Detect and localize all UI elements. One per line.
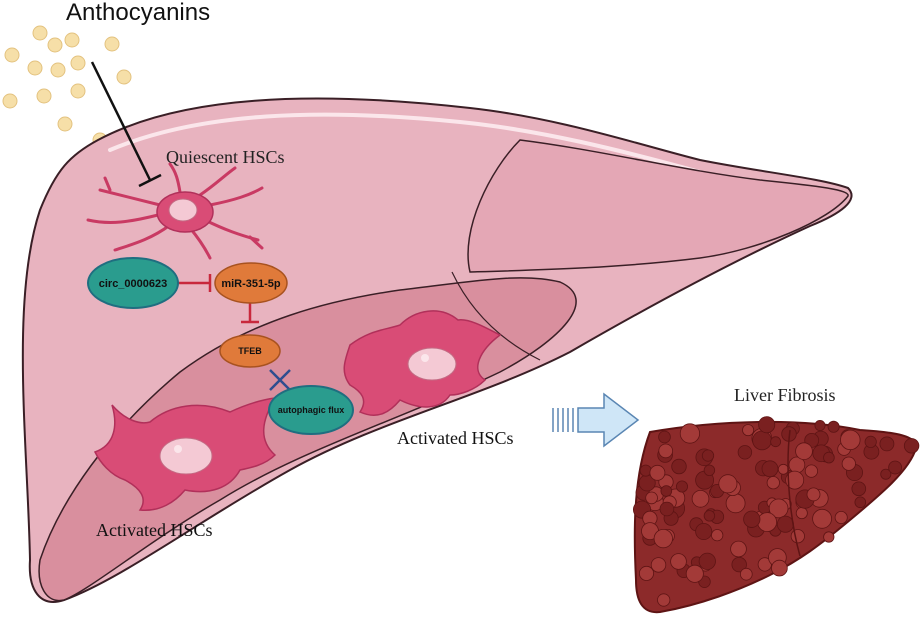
fibrosis-nodule bbox=[770, 436, 781, 448]
fibrosis-nodule bbox=[658, 430, 671, 444]
tfeb-node bbox=[219, 334, 281, 368]
fibrosis-nodule bbox=[768, 498, 789, 519]
fibrosis-nodule bbox=[650, 557, 667, 573]
fibrosis-nodule bbox=[854, 496, 867, 509]
anthocyanin-granules bbox=[2, 25, 132, 148]
fibrosis-nodule bbox=[761, 460, 779, 478]
tfeb-node-label: TFEB bbox=[238, 346, 262, 356]
blocked-x-mark bbox=[269, 369, 291, 391]
liver-fibrosis-label: Liver Fibrosis bbox=[734, 385, 836, 405]
fibrosis-nodule bbox=[695, 523, 713, 541]
fibrosis-nodule bbox=[676, 480, 689, 493]
fibrosis-nodule bbox=[903, 438, 920, 454]
fibrosis-nodule bbox=[645, 491, 658, 505]
activated-hsc-right-cell bbox=[343, 310, 502, 416]
circ-node bbox=[87, 257, 179, 309]
fibrosis-nodule bbox=[834, 510, 848, 524]
fibrosis-nodule bbox=[795, 507, 808, 520]
fibrosis-nodule bbox=[703, 510, 716, 522]
fibrosis-nodule bbox=[806, 487, 821, 502]
fibrosis-nodule bbox=[758, 416, 776, 434]
fibrosis-nodule bbox=[660, 485, 673, 497]
fibrosis-nodule bbox=[725, 493, 746, 514]
liver-ligament bbox=[451, 271, 541, 361]
fibrosis-nodule bbox=[679, 423, 701, 444]
fibrosis-nodule bbox=[653, 528, 673, 549]
fibrotic-liver bbox=[633, 416, 920, 614]
fibrosis-nodule bbox=[880, 468, 892, 480]
fibrosis-nodule bbox=[731, 556, 747, 573]
fibrosis-nodule bbox=[823, 451, 835, 464]
mir-node-label: miR-351-5p bbox=[221, 278, 281, 290]
fibrosis-nodule bbox=[864, 435, 877, 448]
fibrosis-nodule bbox=[840, 429, 861, 451]
activated-hsc-right-label: Activated HSCs bbox=[397, 428, 514, 448]
quiescent-hsc-cell bbox=[86, 162, 264, 260]
anthocyanin-inhibition bbox=[90, 61, 162, 188]
fibrosis-nodule bbox=[657, 593, 671, 607]
fibrosis-nodule bbox=[757, 512, 777, 532]
fibrosis-nodule bbox=[649, 464, 666, 481]
fibrosis-nodule bbox=[671, 458, 687, 475]
fibrosis-nodule bbox=[766, 476, 780, 490]
fibrosis-nodule bbox=[685, 564, 704, 583]
fibrosis-nodule bbox=[812, 508, 832, 529]
fibrosis-nodule bbox=[814, 419, 826, 431]
liver-right-lobe bbox=[467, 139, 849, 273]
fibrosis-nodule bbox=[879, 436, 895, 452]
fibrosis-nodule bbox=[790, 529, 805, 544]
fibrosis-nodule bbox=[771, 559, 788, 577]
autophagic-flux-label: autophagic flux bbox=[278, 405, 345, 415]
quiescent-hsc-label: Quiescent HSCs bbox=[166, 147, 285, 167]
mir-node bbox=[214, 262, 288, 304]
fibrosis-nodule bbox=[777, 463, 789, 475]
fibrosis-nodule bbox=[659, 501, 675, 517]
fibrosis-nodule bbox=[776, 515, 794, 533]
circ-node-label: circ_0000623 bbox=[99, 278, 168, 290]
fibrosis-nodule bbox=[841, 456, 856, 471]
fibrosis-nodule bbox=[639, 565, 655, 581]
anthocyanins-title: Anthocyanins bbox=[66, 0, 210, 26]
liver-highlight bbox=[108, 112, 702, 174]
mir-tfeb-inhibition bbox=[241, 303, 259, 324]
fibrosis-nodule bbox=[730, 540, 747, 558]
fibrosis-nodule bbox=[743, 510, 761, 528]
activated-hsc-left-label: Activated HSCs bbox=[96, 520, 213, 540]
fibrosis-nodule bbox=[823, 531, 835, 543]
circ-mir-inhibition bbox=[178, 274, 212, 292]
fibrosis-nodule bbox=[701, 449, 715, 462]
fibrosis-nodule bbox=[827, 420, 840, 433]
activated-hsc-left-cell bbox=[93, 397, 277, 511]
progression-arrow-icon bbox=[552, 392, 640, 448]
fibrosis-nodule bbox=[639, 464, 652, 477]
fibrosis-nodule bbox=[739, 567, 753, 581]
fibrosis-nodule bbox=[698, 552, 716, 570]
fibrosis-nodule bbox=[785, 470, 805, 490]
fibrosis-nodule bbox=[703, 464, 716, 477]
autophagic-flux-node bbox=[268, 385, 354, 435]
fibrosis-nodule bbox=[711, 529, 724, 542]
fibrosis-nodule bbox=[658, 443, 673, 459]
fibrosis-nodule bbox=[691, 489, 710, 508]
fibrosis-nodule bbox=[752, 430, 772, 451]
fibrosis-nodule bbox=[742, 424, 755, 437]
fibrosis-nodule bbox=[804, 464, 819, 478]
fibrosis-nodule bbox=[718, 474, 738, 494]
fibrosis-nodule bbox=[851, 481, 867, 497]
fibrosis-nodule bbox=[670, 553, 687, 570]
fibrosis-nodule bbox=[737, 445, 753, 460]
fibrosis-nodule bbox=[888, 460, 902, 475]
fibrosis-nodule bbox=[795, 442, 813, 461]
